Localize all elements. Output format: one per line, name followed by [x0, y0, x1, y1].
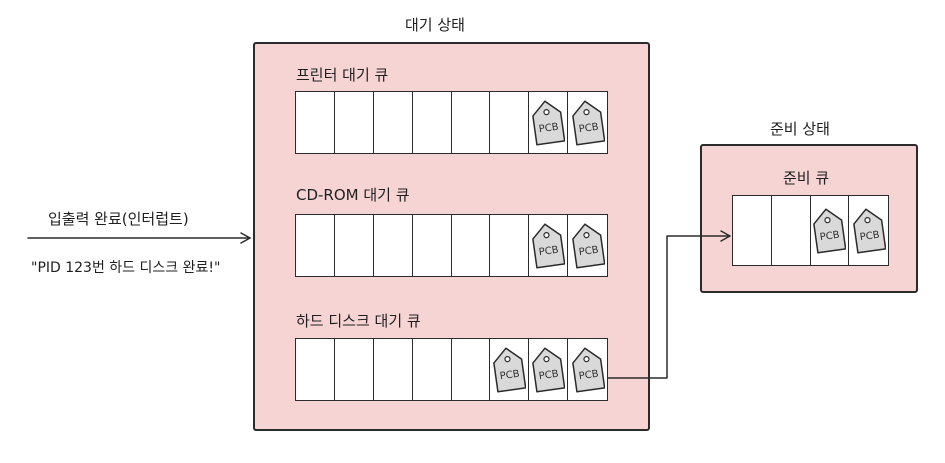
interrupt-label: 입출력 완료(인터럽트): [48, 210, 189, 228]
queue-slot-pcb: PCB: [529, 339, 569, 400]
queue-slot-pcb: PCB: [490, 339, 530, 400]
queue-slot-empty: [374, 215, 413, 276]
cdrom-wait-queue: PCB PCB: [295, 214, 608, 277]
queue-slot-empty: [335, 339, 374, 400]
pcb-label: PCB: [578, 121, 599, 135]
pcb-label: PCB: [578, 368, 599, 382]
ready-state-title: 준비 상태: [770, 120, 830, 138]
queue-slot-pcb: PCB: [529, 92, 569, 153]
queue-slot-empty: [452, 92, 491, 153]
queue-slot-empty: [490, 92, 530, 153]
pcb-tag-icon: PCB: [493, 346, 527, 393]
queue-slot-pcb: PCB: [811, 196, 850, 265]
ready-queue-label: 준비 큐: [783, 169, 830, 187]
pcb-label: PCB: [538, 121, 559, 135]
queue-slot-empty: [452, 215, 491, 276]
pcb-tag-icon: PCB: [852, 207, 886, 254]
waiting-state-title: 대기 상태: [405, 16, 465, 34]
pcb-label: PCB: [499, 368, 520, 382]
queue-slot-empty: [413, 339, 452, 400]
pcb-label: PCB: [859, 229, 880, 243]
cdrom-queue-label: CD-ROM 대기 큐: [296, 186, 410, 204]
queue-slot-empty: [335, 215, 374, 276]
pcb-tag-icon: PCB: [571, 346, 605, 393]
queue-slot-empty: [296, 215, 335, 276]
queue-slot-empty: [413, 215, 452, 276]
queue-slot-pcb: PCB: [568, 215, 607, 276]
queue-slot-empty: [296, 92, 335, 153]
pcb-tag-icon: PCB: [532, 222, 566, 269]
queue-slot-empty: [490, 215, 530, 276]
pcb-tag-icon: PCB: [813, 207, 847, 254]
pcb-label: PCB: [538, 368, 559, 382]
queue-slot-pcb: PCB: [849, 196, 888, 265]
interrupt-arrow: [27, 232, 252, 244]
interrupt-message: "PID 123번 하드 디스크 완료!": [31, 260, 221, 276]
queue-slot-empty: [374, 92, 413, 153]
ready-queue: PCB PCB: [732, 195, 889, 266]
pcb-tag-icon: PCB: [532, 346, 566, 393]
queue-slot-pcb: PCB: [568, 92, 607, 153]
queue-slot-pcb: PCB: [529, 215, 569, 276]
pcb-tag-icon: PCB: [532, 99, 566, 146]
pcb-label: PCB: [820, 229, 841, 243]
queue-slot-empty: [733, 196, 772, 265]
pcb-tag-icon: PCB: [571, 222, 605, 269]
hdd-wait-queue: PCB PCB PCB: [295, 338, 608, 401]
queue-slot-empty: [452, 339, 491, 400]
pcb-label: PCB: [538, 244, 559, 258]
printer-queue-label: 프린터 대기 큐: [296, 66, 389, 84]
queue-slot-empty: [335, 92, 374, 153]
hdd-queue-label: 하드 디스크 대기 큐: [296, 312, 421, 330]
pcb-tag-icon: PCB: [571, 99, 605, 146]
queue-slot-empty: [374, 339, 413, 400]
pcb-label: PCB: [578, 244, 599, 258]
queue-slot-empty: [772, 196, 811, 265]
queue-slot-empty: [296, 339, 335, 400]
queue-slot-empty: [413, 92, 452, 153]
queue-slot-pcb: PCB: [568, 339, 607, 400]
printer-wait-queue: PCB PCB: [295, 91, 608, 154]
